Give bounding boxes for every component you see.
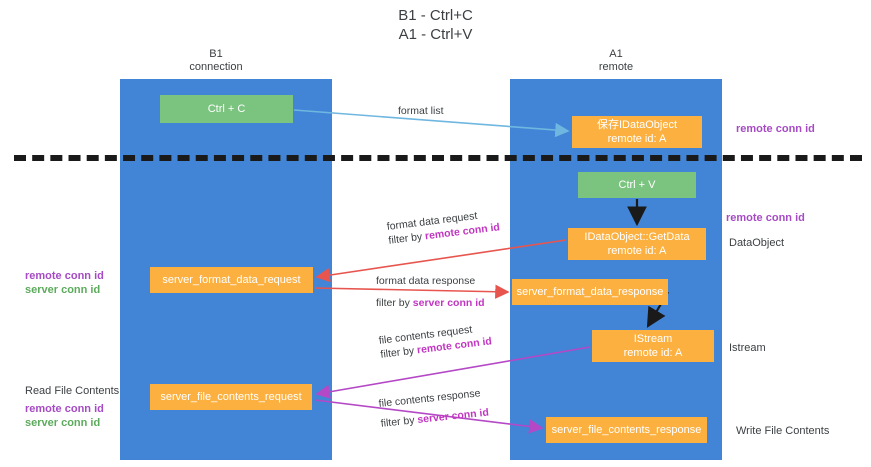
filter-prefix: filter by (376, 297, 413, 309)
node-server-format-data-response[interactable]: server_format_data_response (512, 279, 668, 305)
annotation-write-file-contents: Write File Contents (736, 425, 830, 437)
phase-separator (14, 155, 862, 161)
annotation-left-remote-conn-id-2: remote conn id (25, 403, 104, 415)
filter-prefix: filter by (387, 230, 426, 247)
annotation-remote-conn-id-top: remote conn id (736, 123, 815, 135)
edge-file-contents-response-filter: filter by server conn id (380, 406, 489, 431)
annotation-left-remote-conn-id: remote conn id (25, 270, 104, 282)
node-getdata-label: IDataObject::GetData (584, 231, 690, 243)
annotation-istream: Istream (729, 342, 766, 354)
edge-format-data-response-text: format data response (376, 275, 476, 287)
node-server-file-contents-response-label: server_file_contents_response (551, 424, 702, 436)
annotation-read-file-contents: Read File Contents (25, 385, 120, 397)
edge-label-file-contents-request: file contents request filter by remote c… (378, 320, 493, 361)
filter-key-server-conn-id: server conn id (412, 297, 485, 309)
column-a1-role: remote (598, 61, 634, 73)
node-idataobject[interactable]: 保存IDataObject remote id: A (572, 116, 702, 148)
filter-key-server-conn-id: server conn id (416, 406, 490, 426)
title-line-2: A1 - Ctrl+V (398, 26, 473, 43)
node-idataobject-getdata[interactable]: IDataObject::GetData remote id: A (568, 228, 706, 260)
edge-label-format-data-request: format data request filter by remote con… (386, 206, 501, 247)
node-server-file-contents-request-label: server_file_contents_request (160, 391, 302, 403)
diagram-title: B1 - Ctrl+C A1 - Ctrl+V (0, 6, 871, 44)
edge-label-format-list: format list (398, 104, 444, 118)
annotation-remote-conn-id-middle: remote conn id (726, 212, 805, 224)
column-header-a1: A1 remote (536, 48, 696, 74)
edge-format-data-response-filter: filter by server conn id (376, 296, 485, 310)
node-ctrl-v-label: Ctrl + V (618, 179, 656, 191)
column-b1-name: B1 (209, 48, 223, 60)
node-istream-label: IStream (633, 333, 673, 345)
column-b1-role: connection (189, 61, 243, 73)
node-server-format-data-request-label: server_format_data_request (162, 274, 301, 286)
annotation-left-server-conn-id-2: server conn id (25, 417, 101, 429)
column-a1-name: A1 (609, 48, 623, 60)
filter-prefix: filter by (379, 344, 418, 361)
node-server-file-contents-response[interactable]: server_file_contents_response (546, 417, 707, 443)
filter-prefix: filter by (380, 414, 419, 430)
node-ctrl-c-label: Ctrl + C (207, 103, 246, 115)
node-ctrl-v[interactable]: Ctrl + V (578, 172, 696, 198)
annotation-dataobject: DataObject (729, 237, 785, 249)
node-idataobject-sub: remote id: A (607, 133, 667, 145)
node-server-format-data-response-label: server_format_data_response (516, 286, 664, 298)
annotation-left-conn-ids-file: remote conn id server conn id (25, 402, 104, 430)
edge-label-file-contents-response: file contents response filter by server … (378, 386, 490, 431)
node-istream-sub: remote id: A (623, 347, 683, 359)
edge-label-format-data-response: format data response filter by server co… (376, 274, 485, 310)
edge-format-list-text: format list (398, 105, 444, 117)
annotation-left-conn-ids-format: remote conn id server conn id (25, 269, 104, 297)
column-header-b1: B1 connection (136, 48, 296, 74)
node-idataobject-label: 保存IDataObject (596, 119, 678, 131)
node-getdata-sub: remote id: A (607, 245, 667, 257)
node-istream[interactable]: IStream remote id: A (592, 330, 714, 362)
node-server-file-contents-request[interactable]: server_file_contents_request (150, 384, 312, 410)
annotation-left-server-conn-id: server conn id (25, 284, 101, 296)
node-ctrl-c[interactable]: Ctrl + C (160, 95, 293, 123)
node-server-format-data-request[interactable]: server_format_data_request (150, 267, 313, 293)
title-line-1: B1 - Ctrl+C (398, 7, 473, 24)
